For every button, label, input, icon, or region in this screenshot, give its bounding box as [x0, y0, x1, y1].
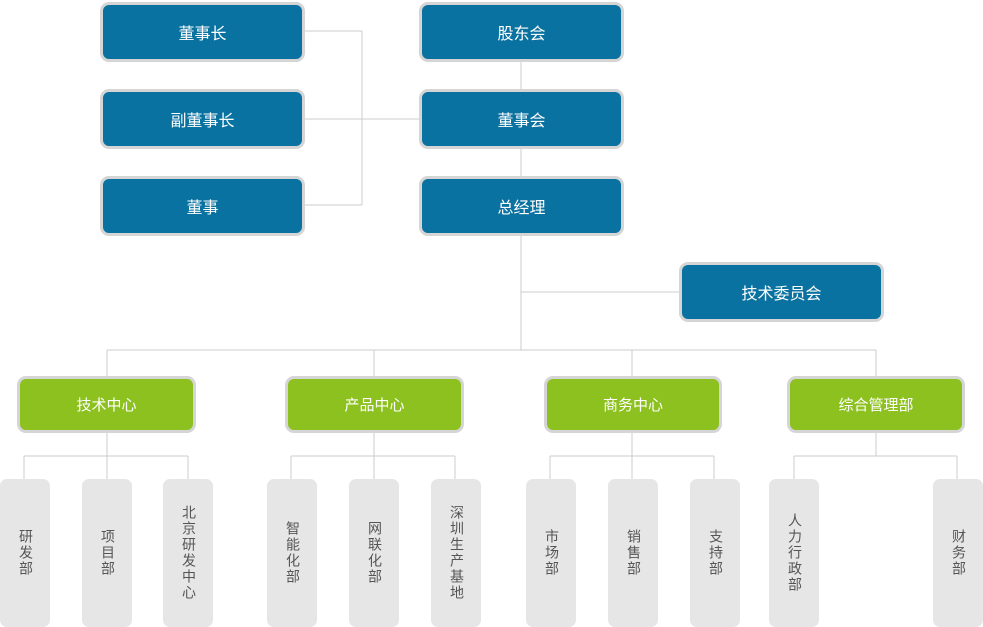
dept-box: 项目部 [82, 479, 132, 627]
center-label: 产品中心 [344, 396, 405, 414]
tech-committee-label: 技术委员会 [741, 284, 822, 303]
director-box: 董事 [100, 176, 305, 236]
dept-box: 市场部 [526, 479, 576, 627]
dept-box: 网联化部 [349, 479, 399, 627]
dept-label: 深圳生产基地 [448, 505, 464, 601]
general-manager-label: 总经理 [497, 198, 546, 217]
dept-label: 人力行政部 [786, 513, 802, 593]
shareholders-label: 股东会 [497, 24, 546, 43]
dept-label: 智能化部 [284, 521, 300, 585]
shareholders-box: 股东会 [419, 2, 624, 62]
tech-committee-box: 技术委员会 [679, 262, 884, 322]
dept-box: 销售部 [608, 479, 658, 627]
dept-box: 人力行政部 [769, 479, 819, 627]
dept-label: 财务部 [950, 529, 966, 577]
dept-label: 销售部 [625, 529, 641, 577]
dept-label: 项目部 [99, 529, 115, 577]
dept-box: 支持部 [690, 479, 740, 627]
board-label: 董事会 [497, 111, 546, 130]
general-manager-box: 总经理 [419, 176, 624, 236]
center-box-business: 商务中心 [544, 376, 722, 433]
dept-box: 研发部 [0, 479, 50, 627]
vice-chairman-label: 副董事长 [170, 111, 235, 130]
dept-box: 财务部 [933, 479, 983, 627]
vice-chairman-box: 副董事长 [100, 89, 305, 149]
chairman-box: 董事长 [100, 2, 305, 62]
dept-label: 市场部 [543, 529, 559, 577]
center-label: 综合管理部 [838, 396, 914, 414]
director-label: 董事 [186, 198, 219, 217]
center-box-tech: 技术中心 [17, 376, 196, 433]
center-box-admin: 综合管理部 [787, 376, 965, 433]
dept-box: 北京研发中心 [163, 479, 213, 627]
center-box-product: 产品中心 [285, 376, 464, 433]
center-label: 商务中心 [602, 396, 663, 414]
dept-label: 研发部 [17, 529, 33, 577]
board-box: 董事会 [419, 89, 624, 149]
dept-box: 深圳生产基地 [431, 479, 481, 627]
center-label: 技术中心 [76, 396, 137, 414]
chairman-label: 董事长 [178, 24, 227, 43]
dept-label: 北京研发中心 [180, 505, 196, 601]
dept-label: 网联化部 [366, 521, 382, 585]
dept-label: 支持部 [707, 529, 723, 577]
dept-box: 智能化部 [267, 479, 317, 627]
